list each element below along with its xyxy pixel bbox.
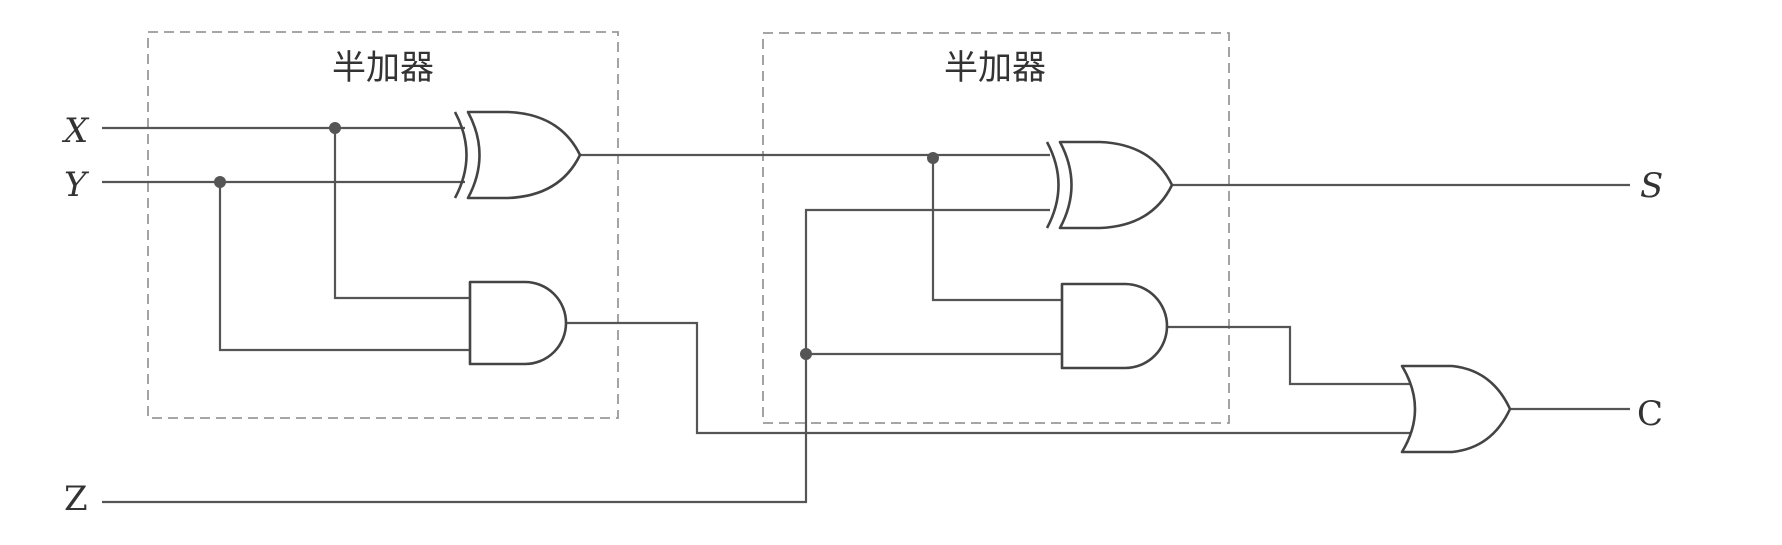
wire-xor1-to-and2 (931, 158, 1062, 302)
xor-gate-1 (453, 110, 582, 200)
xor-gate-2-input-arc (1045, 141, 1060, 229)
junction-z (800, 348, 812, 360)
or-gate (1400, 364, 1512, 454)
wire-and2-to-or (1167, 325, 1415, 386)
wire-z (102, 208, 1050, 504)
wire-y-to-and1 (218, 182, 470, 352)
output-s-label: S (1640, 166, 1663, 206)
output-c-label: C (1637, 394, 1663, 434)
and-gate-1 (468, 280, 568, 366)
input-z-label: Z (64, 479, 88, 519)
half-adder-1-title: 半加器 (332, 48, 434, 88)
xor-gate-2 (1045, 140, 1174, 230)
xor-gate-1-body (466, 110, 582, 200)
half-adder-1: 半加器 (147, 31, 619, 419)
junction-x (329, 122, 341, 134)
xor-gate-2-body (1058, 140, 1174, 230)
input-x-label: X (61, 111, 90, 151)
and-gate-2 (1060, 282, 1169, 370)
half-adder-1-box (147, 31, 619, 419)
wire-x-to-and1 (333, 128, 470, 300)
junction-y (214, 176, 226, 188)
input-y-label: Y (64, 165, 90, 205)
wire-and1-to-or (567, 321, 1415, 435)
junction-xor1-out (927, 152, 939, 164)
wires (102, 126, 1630, 504)
half-adder-2: 半加器 (762, 32, 1230, 424)
half-adder-2-box (762, 32, 1230, 424)
xor-gate-1-input-arc (453, 111, 468, 199)
half-adder-2-title: 半加器 (944, 48, 1046, 88)
